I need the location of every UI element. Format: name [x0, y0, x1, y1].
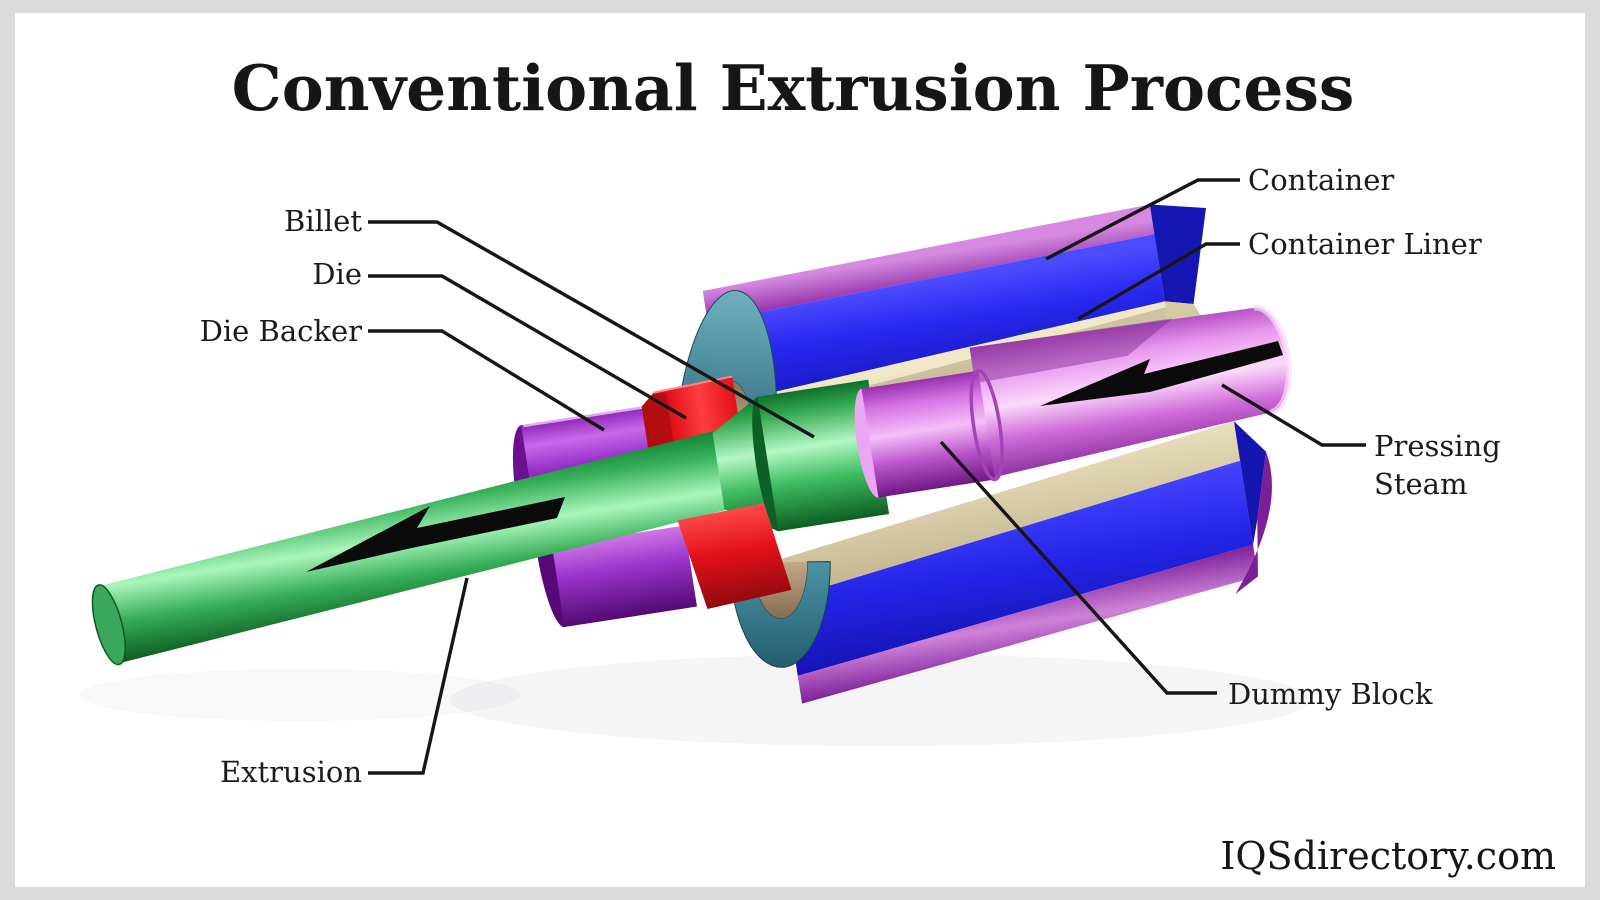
pressing-stem-cap-highlight — [1253, 304, 1292, 416]
container-liner-bottom — [779, 421, 1241, 599]
container-top-end-face — [1149, 204, 1206, 305]
container-bottom-end-face — [1233, 421, 1266, 545]
die-backer-bottom-body — [552, 525, 697, 628]
label-dummy-block: Dummy Block — [1228, 677, 1433, 711]
pressing-stem-shadow — [969, 318, 1173, 384]
die-leader-line — [368, 274, 687, 420]
page-title: Conventional Extrusion Process — [232, 51, 1355, 125]
label-extrusion: Extrusion — [220, 755, 362, 789]
die-top-edge-highlight — [653, 375, 733, 394]
watermark: IQSdirectory.com — [1220, 834, 1556, 878]
container-top-outer-purple — [702, 204, 1155, 323]
billet-leader-line — [368, 220, 815, 439]
container-leader-line — [1045, 178, 1240, 261]
label-pressing-steam-line1: Pressing — [1374, 429, 1501, 463]
container-liner-leader-line — [1077, 242, 1240, 321]
extrusion-leader-line — [368, 577, 469, 775]
label-container: Container — [1248, 163, 1394, 197]
die-backer-bottom-part — [536, 525, 697, 628]
container-bottom-end-cap — [1235, 451, 1272, 595]
dummy-block-leader-line — [939, 440, 1217, 695]
container-bottom-half — [729, 421, 1272, 704]
pressing-direction-arrow-icon — [1040, 341, 1283, 406]
container-bottom-blue-wall — [785, 460, 1254, 676]
label-die-backer: Die Backer — [200, 314, 362, 348]
pressing-steam-leader-line — [1221, 383, 1366, 447]
dummy-block-seam — [969, 368, 1004, 482]
extrusion-direction-arrow-icon — [306, 497, 565, 572]
label-container-liner: Container Liner — [1248, 227, 1482, 261]
die-backer-leader-line — [368, 329, 605, 432]
container-bottom-outer-purple — [797, 544, 1258, 704]
label-die: Die — [312, 257, 362, 291]
ground-shadow-left — [80, 669, 520, 721]
label-billet: Billet — [284, 204, 362, 238]
container-top-blue-wall — [707, 234, 1165, 405]
die-bottom-body — [677, 503, 792, 609]
extrusion-rod-end-cap — [91, 584, 126, 666]
label-pressing-steam-line2: Steam — [1374, 467, 1467, 501]
ground-shadow — [450, 654, 1310, 746]
